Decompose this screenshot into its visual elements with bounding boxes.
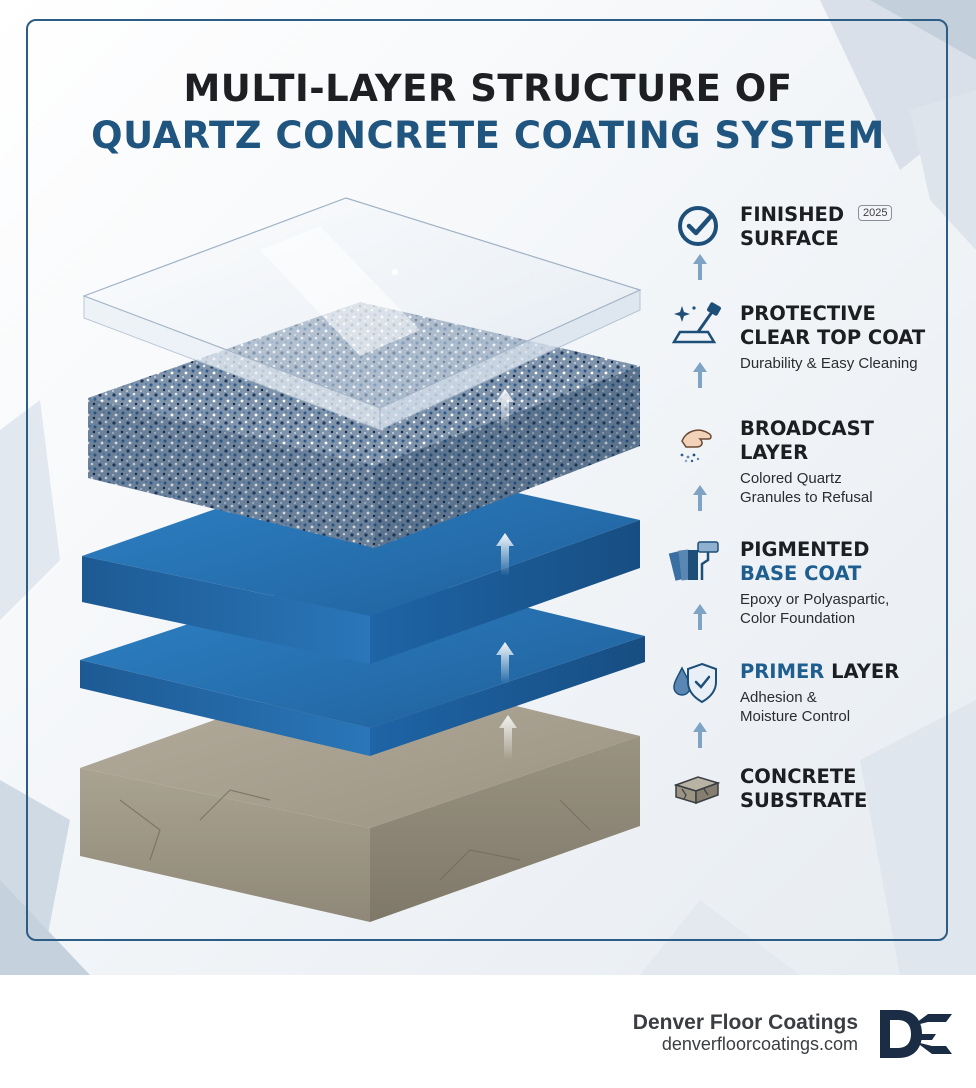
label-rest: LAYER	[824, 660, 900, 683]
layer-label: FINISHED SURFACE	[740, 203, 844, 251]
title-line-2: QUARTZ CONCRETE COATING SYSTEM	[91, 114, 885, 157]
title-line-1: MULTI-LAYER STRUCTURE OF	[183, 67, 793, 110]
layer-description: Granules to Refusal	[740, 489, 873, 506]
layer-description: Moisture Control	[740, 708, 851, 725]
label-line: SURFACE	[740, 227, 839, 250]
content-frame	[26, 19, 948, 941]
layer-stack-illustration	[80, 197, 645, 922]
layer-label: BROADCAST LAYER	[740, 417, 874, 465]
layer-description: Durability & Easy Cleaning	[740, 355, 918, 372]
layer-label: CONCRETE SUBSTRATE	[740, 765, 867, 813]
label-line: PIGMENTED	[740, 538, 870, 561]
up-arrow-icon	[693, 362, 707, 388]
footer	[0, 975, 976, 1088]
shield-drop-icon	[673, 662, 717, 704]
brand-name: Denver Floor Coatings	[632, 1011, 858, 1034]
brand-url[interactable]: denverfloorcoatings.com	[661, 1034, 858, 1054]
check-circle-icon	[678, 206, 718, 246]
label-line: FINISHED	[740, 203, 845, 226]
up-arrow-icon	[693, 254, 707, 280]
layer-label: PROTECTIVE CLEAR TOP COAT	[740, 302, 925, 350]
cracked-slab-icon	[673, 776, 721, 805]
up-arrow-icon	[693, 604, 707, 630]
clear-top-coat-slab	[82, 197, 642, 431]
roller-sparkle-icon	[671, 302, 721, 344]
label-line: PRIMER LAYER	[740, 660, 899, 684]
label-line: PROTECTIVE	[740, 302, 876, 325]
layer-description: Colored Quartz	[740, 470, 842, 487]
paint-roller-swatch-icon	[668, 541, 719, 581]
label-line: CONCRETE	[740, 765, 857, 788]
layer-label: PIGMENTED BASE COAT	[740, 538, 869, 586]
dfc-logo	[880, 1010, 952, 1058]
year-badge: 2025	[858, 205, 893, 221]
up-arrow-icon	[693, 722, 707, 748]
layer-description: Color Foundation	[740, 610, 856, 627]
label-line: LAYER	[740, 441, 809, 464]
label-line: CLEAR TOP COAT	[740, 326, 926, 349]
hand-scatter-icon	[680, 429, 712, 463]
label-line: BASE COAT	[740, 562, 862, 585]
stack-up-arrows	[496, 389, 517, 760]
label-emphasis: PRIMER	[740, 660, 825, 683]
up-arrow-icon	[693, 485, 707, 511]
layer-description: Epoxy or Polyaspartic,	[740, 591, 890, 608]
layer-description: Adhesion &	[740, 689, 817, 706]
layer-label: PRIMER LAYER	[740, 660, 899, 684]
label-line: SUBSTRATE	[740, 789, 868, 812]
label-line: BROADCAST	[740, 417, 874, 440]
